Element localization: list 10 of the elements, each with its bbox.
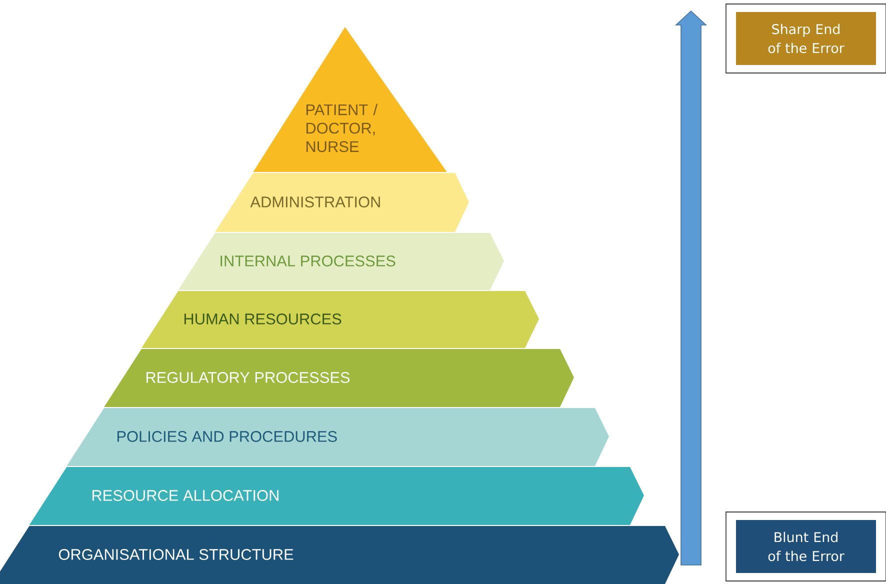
pyramid-layer: POLICIES AND PROCEDURES (66, 408, 609, 466)
pyramid-layer: REGULATORY PROCESSES (104, 349, 574, 407)
pyramid-layer: RESOURCE ALLOCATION (29, 467, 644, 525)
pyramid-layer: PATIENT / DOCTOR, NURSE (253, 27, 447, 172)
pyramid-layer: HUMAN RESOURCES (142, 291, 539, 348)
pyramid-layer: ADMINISTRATION (215, 173, 469, 232)
pyramid-layer: INTERNAL PROCESSES (178, 233, 504, 290)
pyramid-layer: ORGANISATIONAL STRUCTURE (0, 526, 679, 584)
label-box: Blunt End of the Error (726, 512, 886, 582)
label-box: Sharp End of the Error (726, 4, 886, 74)
